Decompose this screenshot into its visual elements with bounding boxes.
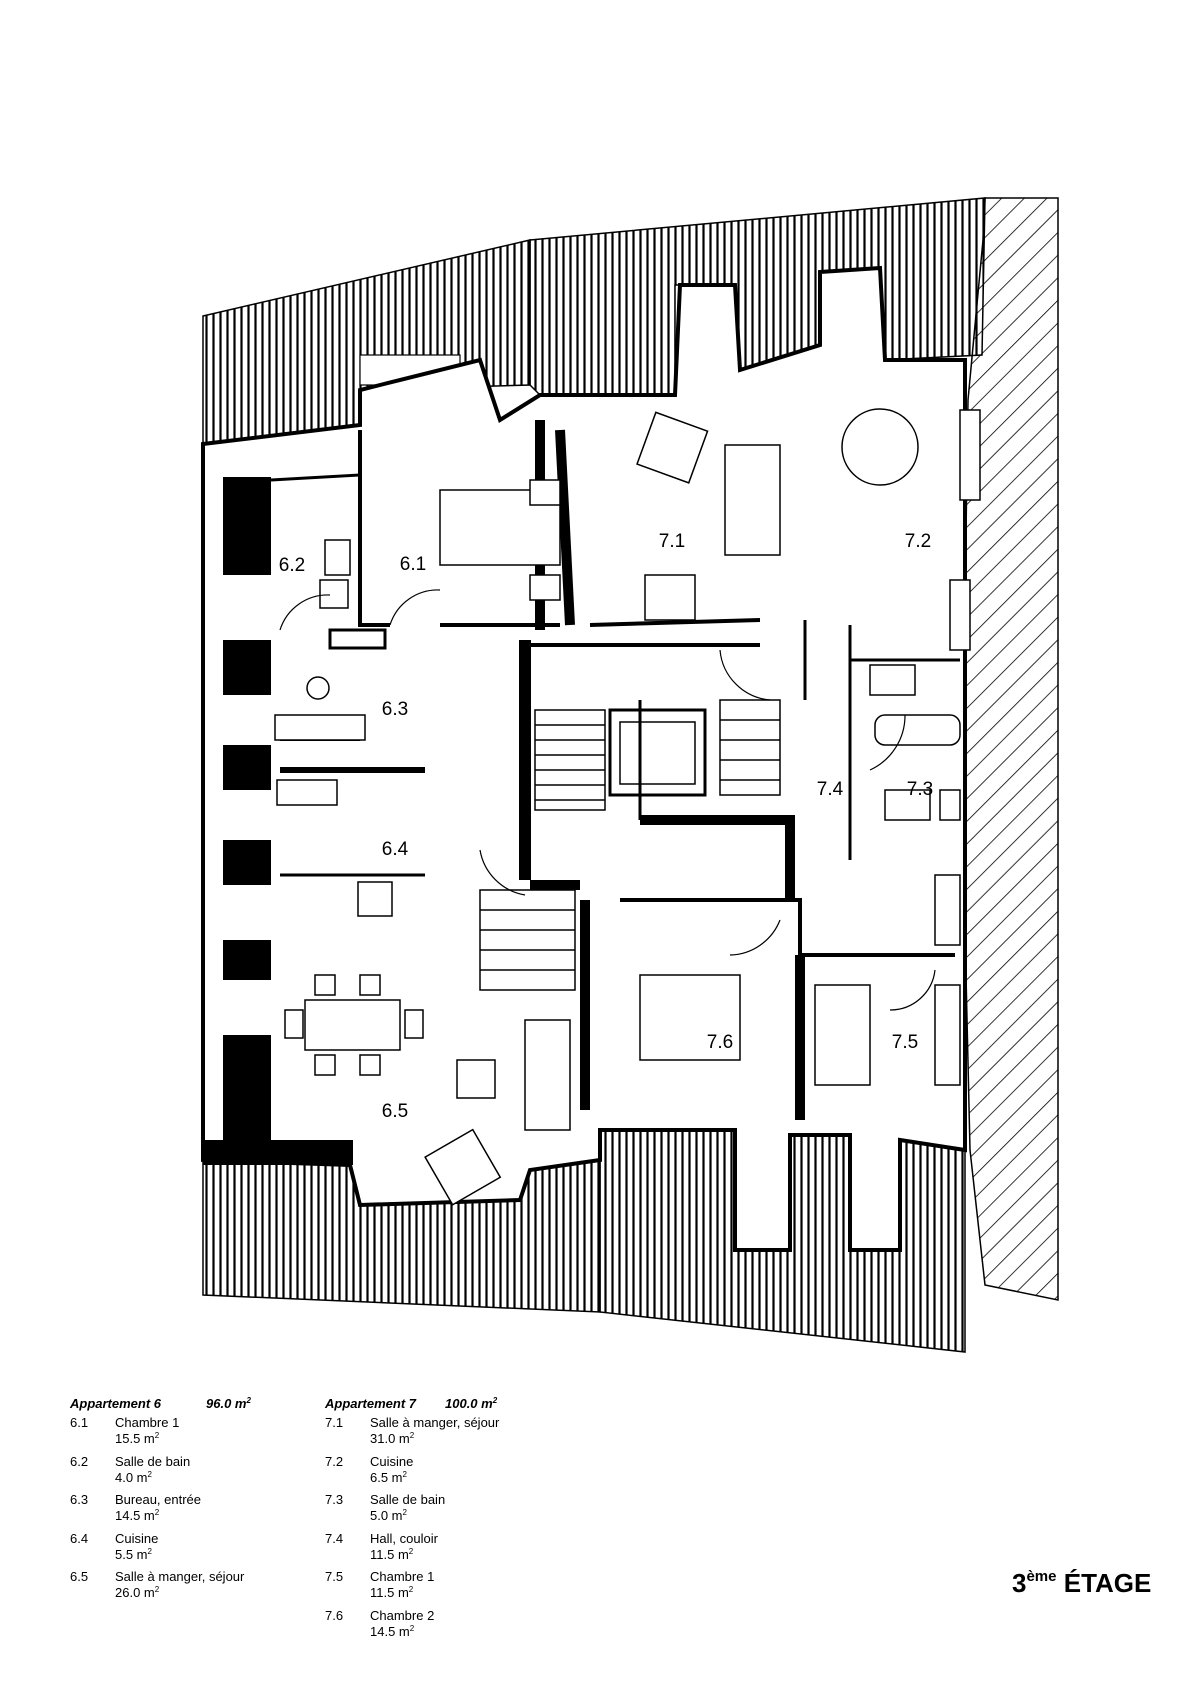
staircase — [479, 699, 781, 991]
dining-table-6-5 — [304, 999, 401, 1051]
floor-title: 3ème ÉTAGE — [1012, 1568, 1152, 1598]
left-wall — [203, 477, 353, 1165]
room-label-7-6: 7.6 — [706, 1032, 734, 1053]
room-label-7-5: 7.5 — [891, 1032, 919, 1053]
room-label-6-4: 6.4 — [381, 839, 409, 860]
doors — [279, 589, 936, 1011]
legend-apartment-6-title: Appartement 6 — [70, 1396, 162, 1411]
neighbour-hatched-area — [961, 197, 1059, 1301]
round-table-7-2 — [841, 408, 919, 486]
sink-7-2 — [949, 579, 971, 651]
legend-apartment-7-title: Appartement 7 — [325, 1396, 417, 1411]
armchair-7-1 — [636, 411, 709, 484]
interior-walls — [270, 420, 960, 1120]
room-label-7-1: 7.1 — [658, 531, 686, 552]
sink-7-3 — [884, 789, 931, 821]
room-label-7-4: 7.4 — [816, 779, 844, 800]
legend-apartment-7-header: Appartement 7 100.0 m2 — [325, 1396, 565, 1415]
bed-7-5 — [814, 984, 871, 1086]
legend-apartment-7-area: 100.0 m2 — [445, 1396, 498, 1411]
bed-7-6 — [639, 974, 741, 1061]
room-label-7-2: 7.2 — [904, 531, 932, 552]
stove-7-2 — [869, 664, 916, 696]
chair-6-3 — [306, 676, 330, 700]
wardrobe-7-5 — [934, 874, 961, 946]
sink-6-4 — [276, 779, 338, 806]
roof-top — [202, 197, 986, 445]
bathtub-7-3 — [874, 714, 961, 746]
legend-apartment-6-area: 96.0 m2 — [206, 1396, 251, 1411]
room-label-6-5: 6.5 — [381, 1101, 409, 1122]
sofa-6-5 — [524, 1019, 571, 1131]
sofa-7-1 — [724, 444, 781, 556]
armchair-6-5 — [424, 1128, 502, 1206]
furniture — [274, 408, 981, 1206]
room-label-6-3: 6.3 — [381, 699, 409, 720]
toilet-6-2 — [324, 539, 351, 576]
room-label-6-1: 6.1 — [399, 554, 427, 575]
legend-apartment-6-header: Appartement 6 96.0 m2 — [70, 1396, 300, 1415]
toilet-7-3 — [939, 789, 961, 821]
room-label-6-2: 6.2 — [278, 555, 306, 576]
room-label-7-3: 7.3 — [906, 779, 934, 800]
stove-6-4 — [357, 881, 393, 917]
floor-plan — [201, 197, 1059, 1353]
